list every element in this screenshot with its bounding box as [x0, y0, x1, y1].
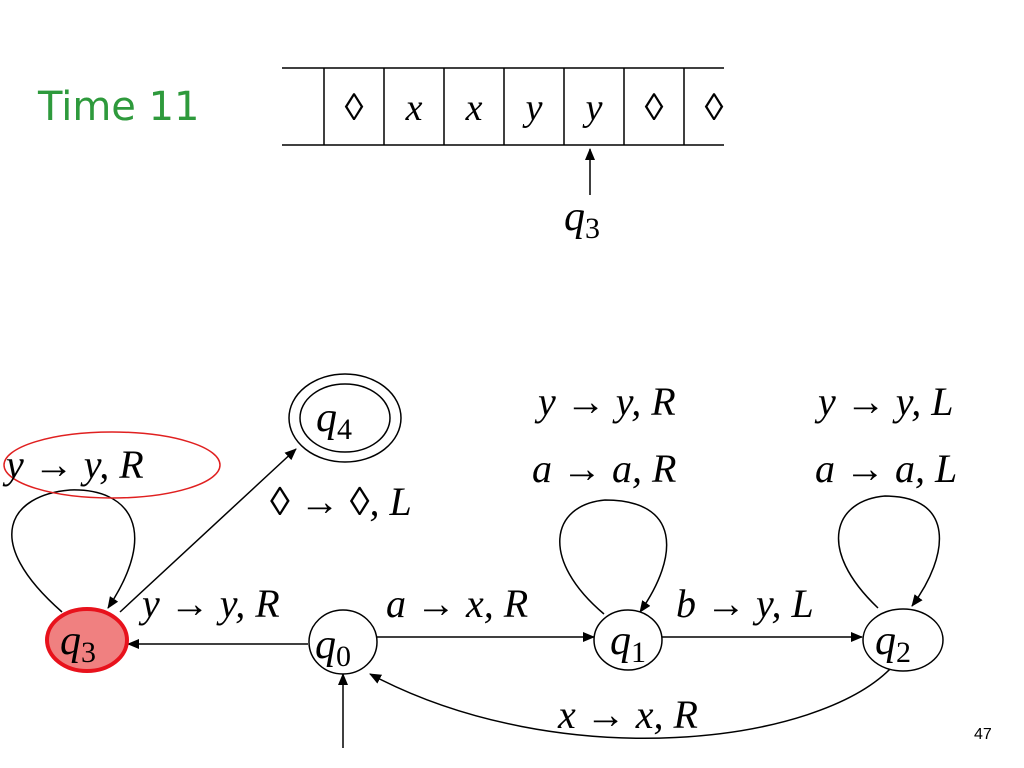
label-q0-q3: y → y, R	[138, 581, 280, 626]
tape-cell-6: ◊	[645, 87, 664, 129]
state-q0: q0	[308, 609, 378, 675]
tape-cell-4: y	[522, 87, 543, 129]
time-label: Time 11	[38, 84, 200, 130]
transition-labels: y → y, R ◊ → ◊, L y → y, R a → x, R y → …	[2, 379, 957, 737]
loop-q2	[837, 495, 941, 609]
tape-cell-3: x	[465, 87, 483, 129]
label-q3-loop: y → y, R	[2, 442, 144, 487]
highlight-ellipse	[3, 431, 221, 499]
state-q0-label: q0	[315, 622, 351, 673]
edge-q3-q4	[119, 448, 297, 613]
tape-cell-1: ◊	[345, 87, 364, 129]
loop-q1	[559, 499, 668, 615]
state-q2: q2	[862, 608, 944, 672]
tape-dividers	[323, 68, 685, 145]
label-q3-q4: ◊ → ◊, L	[270, 479, 412, 524]
state-q3-label: q3	[60, 618, 96, 669]
state-q4-label: q4	[316, 395, 352, 446]
edge-q2-q0	[369, 665, 894, 739]
loop-q3	[11, 489, 136, 613]
read-head: q3	[564, 148, 600, 245]
transitions	[11, 448, 941, 748]
label-q1-loop-1: y → y, R	[534, 379, 676, 424]
tape-cell-2: x	[405, 87, 423, 129]
tape-cell-5: y	[582, 87, 603, 129]
state-q3-current: q3	[45, 607, 129, 673]
label-q2-loop-2: a → a, L	[815, 446, 957, 491]
states: q0 q1 q2 q3 q4	[45, 373, 944, 675]
label-q1-loop-2: a → a, R	[532, 446, 676, 491]
label-q1-q2: b → y, L	[676, 581, 814, 626]
tape: ◊ x x y y ◊ ◊	[282, 67, 724, 146]
head-state-label: q3	[564, 194, 600, 245]
page-number: 47	[974, 726, 992, 743]
label-q2-q0: x → x, R	[557, 692, 698, 737]
label-q2-loop-1: y → y, L	[814, 379, 954, 424]
label-q0-q1: a → x, R	[386, 581, 528, 626]
tape-cell-7: ◊	[705, 87, 724, 129]
state-q1-label: q1	[610, 618, 646, 669]
state-q4-final: q4	[288, 373, 402, 463]
state-q1: q1	[593, 609, 663, 671]
state-q2-label: q2	[875, 618, 911, 669]
